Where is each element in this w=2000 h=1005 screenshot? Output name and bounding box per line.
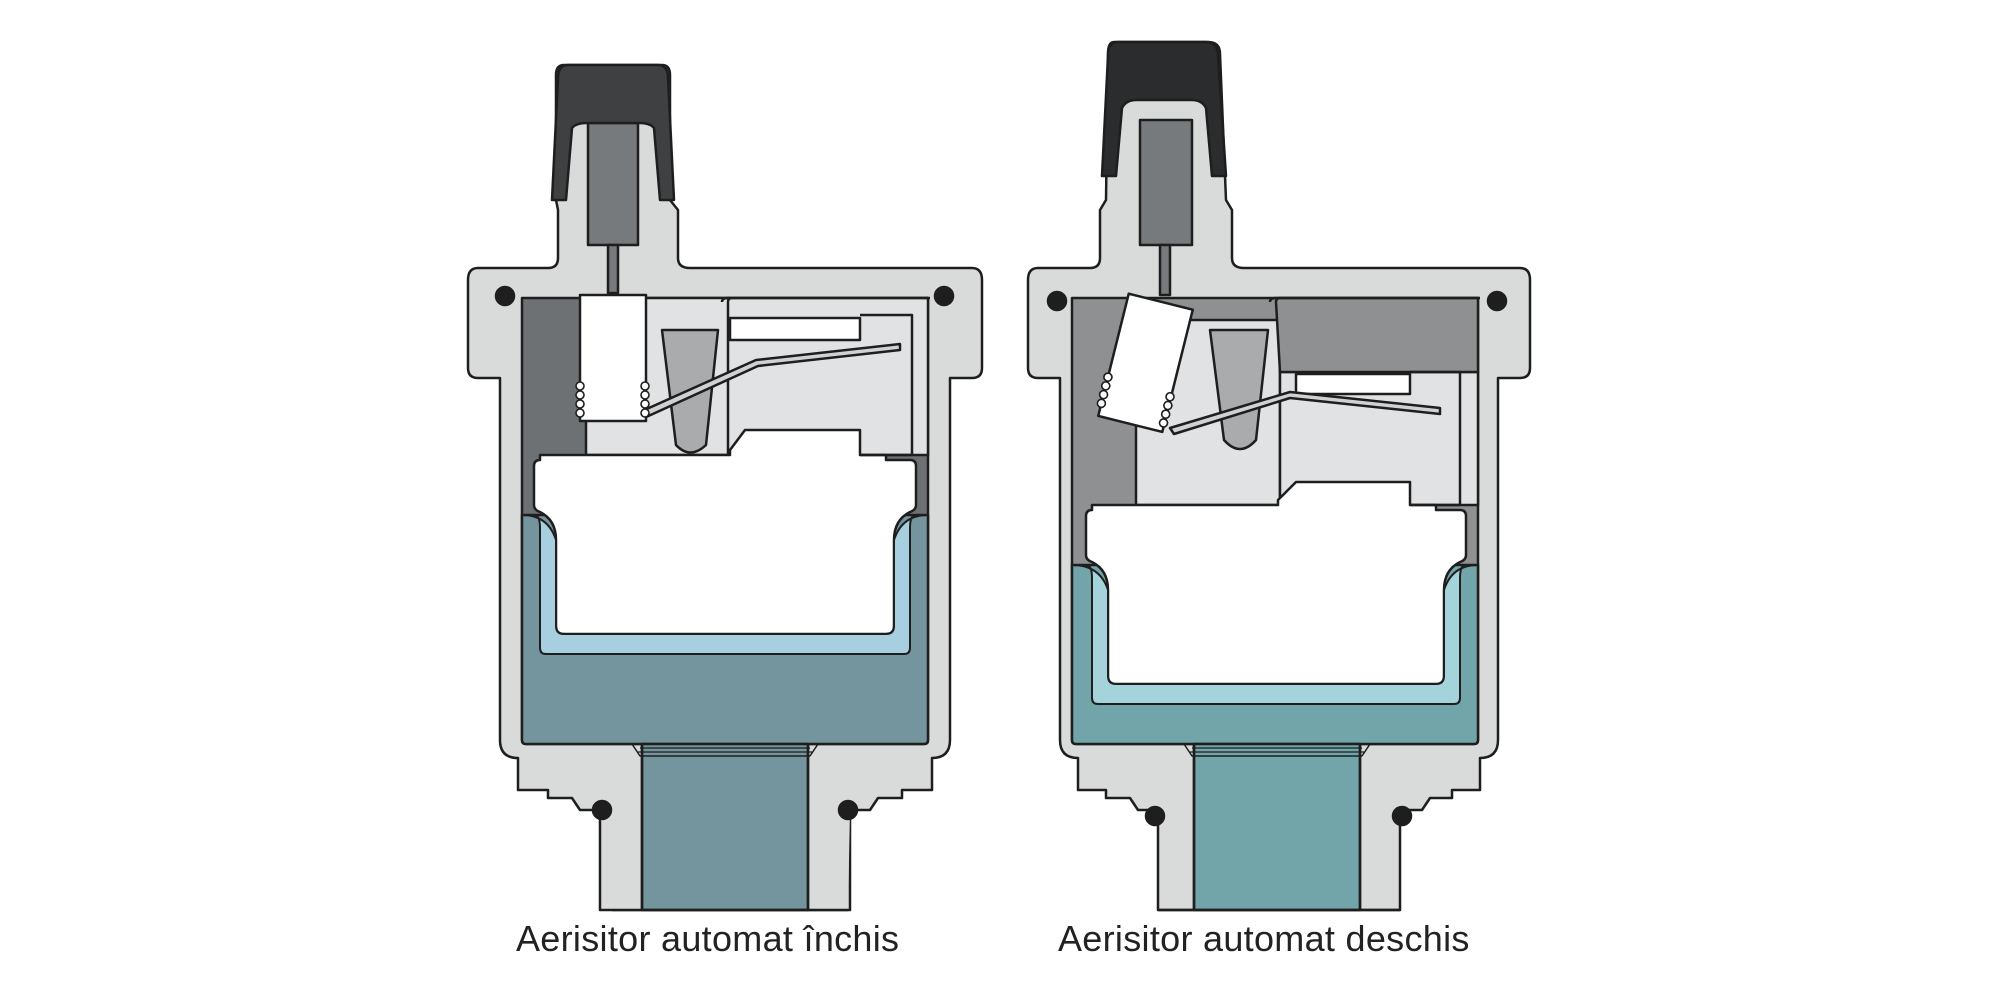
o-ring bbox=[933, 285, 955, 307]
outlet-water bbox=[640, 742, 810, 912]
outlet-water bbox=[1192, 742, 1362, 912]
float-rim-water bbox=[1071, 564, 1479, 705]
caption-open: Aerisitor automat deschis bbox=[1058, 918, 1470, 959]
valve-cap bbox=[550, 63, 676, 202]
float bbox=[1084, 480, 1468, 686]
valve-seat bbox=[578, 293, 648, 423]
float bbox=[532, 428, 918, 636]
valve-cap bbox=[1100, 40, 1228, 178]
o-ring bbox=[1144, 805, 1166, 827]
o-ring bbox=[837, 799, 859, 821]
o-ring bbox=[1046, 290, 1068, 312]
caption-closed: Aerisitor automat închis bbox=[516, 918, 900, 959]
valve-stem bbox=[586, 121, 640, 247]
float-rim-water bbox=[521, 514, 929, 655]
o-ring bbox=[591, 799, 613, 821]
spring-coils bbox=[575, 381, 650, 418]
air-vent-open bbox=[1026, 40, 1532, 912]
air-vent-closed bbox=[466, 63, 984, 912]
valve-stem bbox=[1138, 118, 1194, 247]
lever-arm bbox=[1168, 390, 1442, 436]
o-ring bbox=[1391, 805, 1413, 827]
spring-coils bbox=[1096, 372, 1175, 428]
o-ring bbox=[1486, 290, 1508, 312]
o-ring bbox=[494, 285, 516, 307]
